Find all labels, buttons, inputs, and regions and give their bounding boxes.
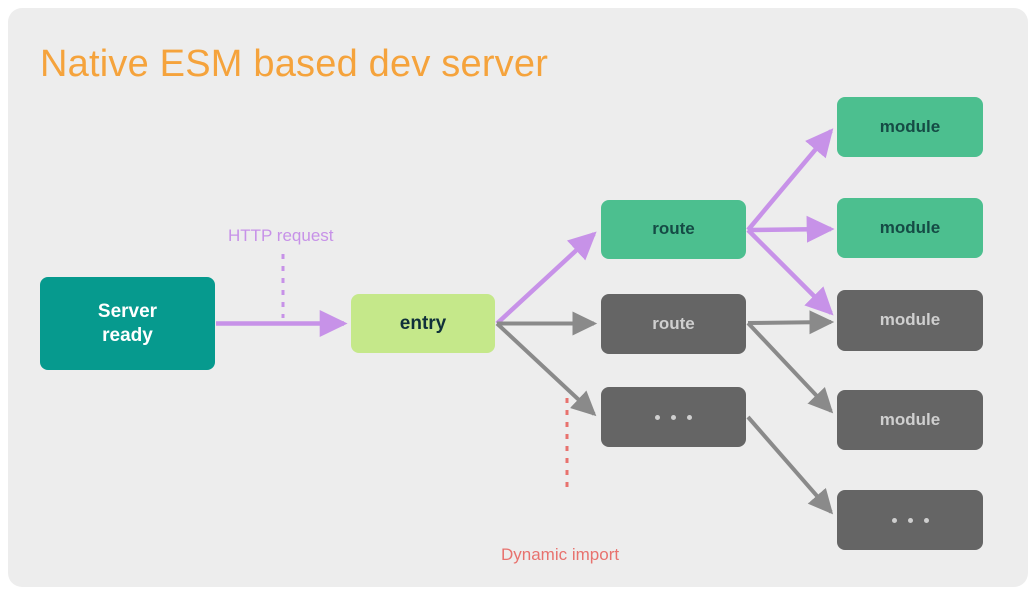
node-server-ready-line1: Server (97, 301, 158, 323)
node-route-active[interactable]: route (601, 200, 746, 259)
http-request-label: HTTP request (228, 226, 334, 245)
node-module-2-label: module (879, 217, 941, 237)
node-module-3-label: module (879, 310, 941, 330)
node-route-active-label: route (652, 219, 695, 239)
node-entry[interactable]: entry (351, 294, 495, 353)
node-route-inactive[interactable]: route (601, 294, 746, 354)
dynamic-import-label-line1: Dynamic import (501, 545, 620, 565)
node-server-ready[interactable]: Server ready (40, 277, 215, 370)
node-module-2[interactable]: module (837, 198, 983, 258)
ellipsis-icon (891, 517, 929, 523)
node-module-4-label: module (879, 409, 941, 429)
node-module-3[interactable]: module (837, 290, 983, 351)
page-title: Native ESM based dev server (40, 43, 549, 85)
ellipsis-icon (655, 414, 692, 420)
dynamic-import-label: Dynamic import (code split point) (501, 494, 626, 595)
node-route-ellipsis[interactable] (601, 387, 746, 447)
node-module-ellipsis[interactable] (837, 490, 983, 550)
node-entry-label: entry (399, 312, 447, 334)
node-module-1[interactable]: module (837, 97, 983, 157)
node-route-inactive-label: route (652, 313, 695, 333)
node-server-ready-line2: ready (102, 324, 153, 346)
node-module-4[interactable]: module (837, 390, 983, 450)
node-module-1-label: module (879, 116, 941, 136)
